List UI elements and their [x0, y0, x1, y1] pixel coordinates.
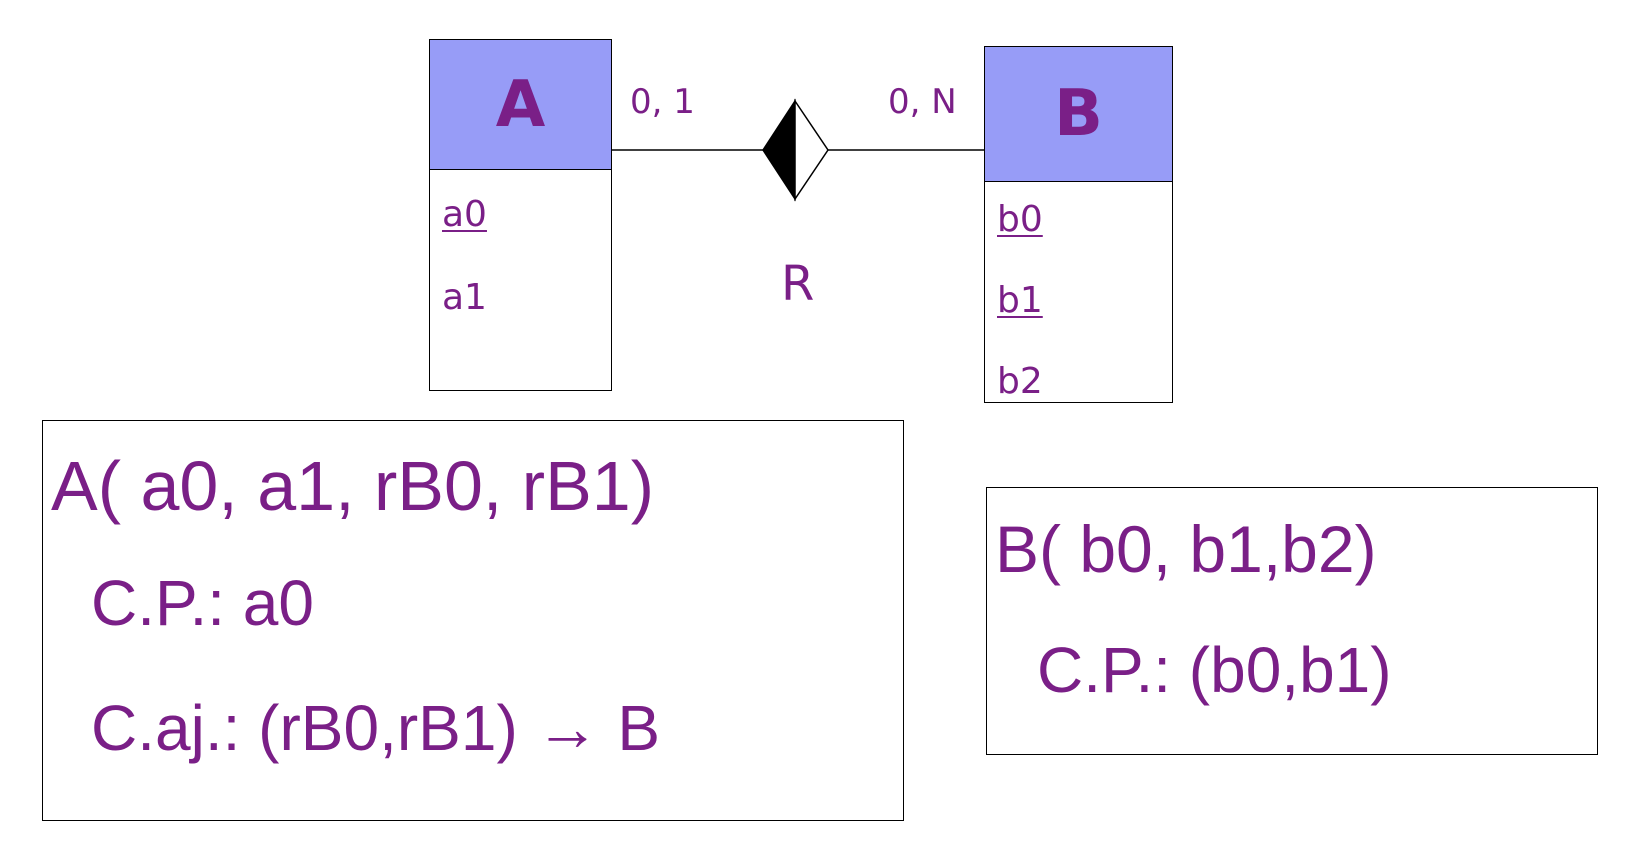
schema-a-box: A( a0, a1, rB0, rB1) C.P.: a0 C.aj.: (rB…: [42, 420, 904, 821]
entity-b-attr-b0: b0: [997, 199, 1043, 240]
entity-b-attr-b1: b1: [997, 280, 1043, 321]
schema-a-foreign-key-target: B: [599, 692, 660, 764]
entity-a-attr-a1: a1: [442, 277, 487, 318]
schema-b-relation: B( b0, b1,b2): [995, 512, 1377, 586]
schema-a-relation: A( a0, a1, rB0, rB1): [51, 447, 655, 525]
cardinality-b: 0, N: [888, 82, 957, 122]
relationship-name: R: [781, 256, 815, 312]
diamond-right-half: [794, 98, 829, 202]
entity-b-header: B: [985, 47, 1172, 182]
arrow-right-icon: →: [535, 692, 600, 764]
entity-a-header: A: [430, 40, 611, 170]
entity-b-name: B: [1054, 77, 1103, 151]
diamond-left-half: [762, 98, 796, 202]
schema-a-foreign-key: C.aj.: (rB0,rB1) → B: [91, 696, 660, 760]
entity-a-name: A: [495, 67, 546, 142]
cardinality-a: 0, 1: [630, 82, 695, 122]
schema-a-primary-key: C.P.: a0: [91, 567, 314, 639]
schema-b-box: B( b0, b1,b2) C.P.: (b0,b1): [986, 487, 1598, 755]
entity-b-attr-b2: b2: [997, 361, 1043, 402]
schema-a-foreign-key-prefix: C.aj.: (rB0,rB1): [91, 692, 536, 764]
schema-b-primary-key: C.P.: (b0,b1): [1037, 634, 1392, 706]
relationship-diamond[interactable]: [762, 98, 829, 202]
entity-b[interactable]: B b0 b1 b2: [984, 46, 1173, 403]
entity-a[interactable]: A a0 a1: [429, 39, 612, 391]
entity-a-attr-a0: a0: [442, 194, 487, 235]
